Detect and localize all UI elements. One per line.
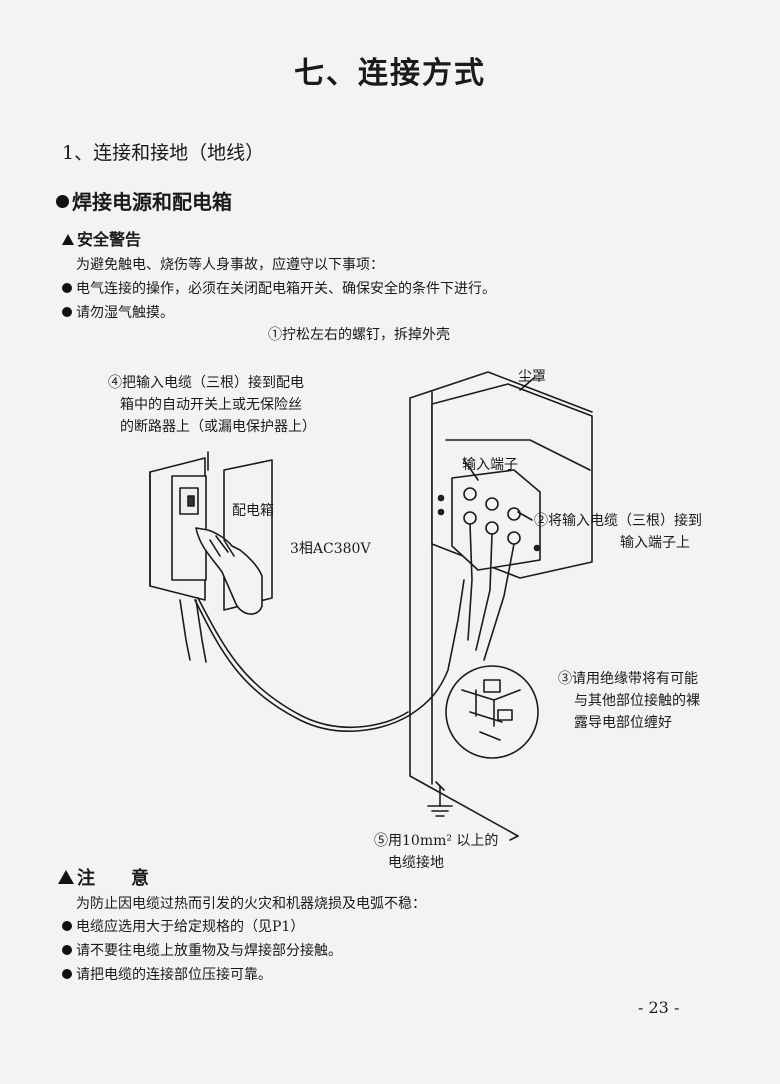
note-item-text: 电缆应选用大于给定规格的（见P1）	[76, 919, 305, 935]
note-item-text: 请不要往电缆上放重物及与焊接部分接触。	[76, 943, 342, 959]
step5-caption-line1: ⑤用10mm² 以上的	[374, 833, 499, 849]
safety-intro: 为避免触电、烧伤等人身事故，应遵守以下事项：	[76, 257, 384, 273]
safety-heading-label: 安全警告	[77, 230, 142, 249]
safety-heading: 安全警告	[62, 226, 141, 250]
machine-front	[409, 397, 519, 837]
bullet-icon	[62, 945, 72, 955]
safety-item: 电气连接的操作，必须在关闭配电箱开关、确保安全的条件下进行。	[62, 278, 496, 298]
terminal-screw-2	[485, 497, 499, 511]
note-heading: 注 意	[58, 864, 149, 890]
step4-caption-line2: 箱中的自动开关上或无保险丝	[120, 397, 302, 413]
step4-caption-line3: 的断路器上（或漏电保护器上）	[120, 419, 316, 435]
note-item: 请不要往电缆上放重物及与焊接部分接触。	[62, 940, 342, 960]
bullet-icon	[62, 921, 72, 931]
leader-dust-cover	[519, 377, 535, 391]
leader-step2	[517, 511, 533, 521]
input-terminal-label: 输入端子	[462, 457, 518, 473]
step4-caption-line1: ④把输入电缆（三根）接到配电	[108, 375, 304, 391]
voltage-label: 3相AC380V	[290, 541, 371, 557]
dust-cover-label: 尘罩	[518, 369, 546, 385]
bullet-icon	[62, 307, 72, 317]
page-title: 七、连接方式	[294, 56, 486, 91]
safety-item-text: 请勿湿气触摸。	[76, 305, 174, 321]
step5-caption-line2: 电缆接地	[388, 855, 444, 871]
bullet-icon	[62, 283, 72, 293]
step1-caption: ①拧松左右的螺钉，拆掉外壳	[268, 327, 450, 343]
step2-caption-line1: ②将输入电缆（三根）接到	[534, 513, 702, 529]
section-heading: 1、连接和接地（地线）	[62, 142, 265, 164]
hand-fingers	[209, 535, 235, 557]
cable-lower-stub	[179, 599, 191, 661]
step3-caption-line3: 露导电部位缠好	[574, 715, 672, 731]
note-heading-label: 注 意	[77, 868, 149, 889]
machine-top-edge	[409, 371, 593, 413]
note-item-text: 请把电缆的连接部位压接可靠。	[76, 967, 272, 983]
note-item: 请把电缆的连接部位压接可靠。	[62, 964, 272, 984]
input-terminal-block	[451, 469, 541, 571]
bullet-icon	[56, 195, 69, 208]
terminal-wires	[467, 523, 515, 661]
subsection-label: 焊接电源和配电箱	[72, 190, 232, 214]
detail-magnifier	[445, 665, 539, 759]
safety-item-text: 电气连接的操作，必须在关闭配电箱开关、确保安全的条件下进行。	[76, 281, 496, 297]
page-number: - 23 -	[638, 998, 680, 1017]
terminal-screw-1	[463, 487, 477, 501]
step2-caption-line2: 输入端子上	[620, 535, 690, 551]
warning-triangle-icon	[58, 870, 74, 884]
note-item: 电缆应选用大于给定规格的（见P1）	[62, 916, 304, 936]
subsection-heading: 焊接电源和配电箱	[56, 186, 232, 215]
warning-triangle-icon	[62, 234, 74, 245]
hand-outline	[195, 527, 263, 615]
input-cable	[194, 579, 465, 732]
safety-item: 请勿湿气触摸。	[62, 302, 174, 322]
leader-terminal	[463, 459, 479, 481]
bullet-icon	[62, 969, 72, 979]
distribution-box-label: 配电箱	[232, 503, 274, 519]
ground-symbol	[427, 805, 453, 817]
breaker-lever	[187, 495, 195, 507]
step3-caption-line2: 与其他部位接触的裸	[574, 693, 700, 709]
step3-caption-line1: ③请用绝缘带将有可能	[558, 671, 698, 687]
note-intro: 为防止因电缆过热而引发的火灾和机器烧损及电弧不稳：	[76, 896, 426, 912]
